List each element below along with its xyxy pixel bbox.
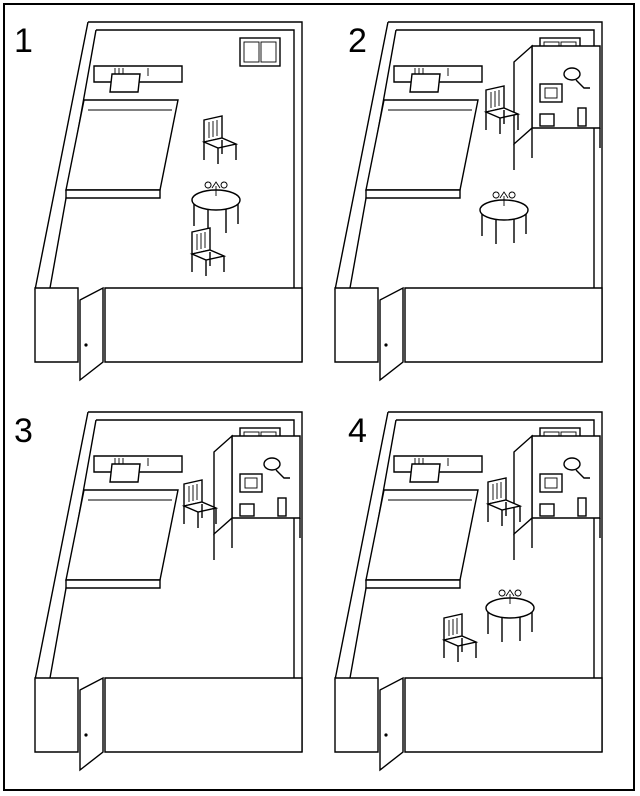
- panel-3-label: 3: [14, 412, 33, 450]
- panel-1-room: [34, 21, 303, 381]
- panel-2-label: 2: [348, 22, 367, 60]
- panel-1-label: 1: [14, 22, 33, 60]
- figure-border: [3, 3, 635, 791]
- panel-3-room: [34, 411, 303, 771]
- panel-4-room: [334, 411, 603, 771]
- panel-4-label: 4: [348, 412, 367, 450]
- panel-2-room: [334, 21, 603, 381]
